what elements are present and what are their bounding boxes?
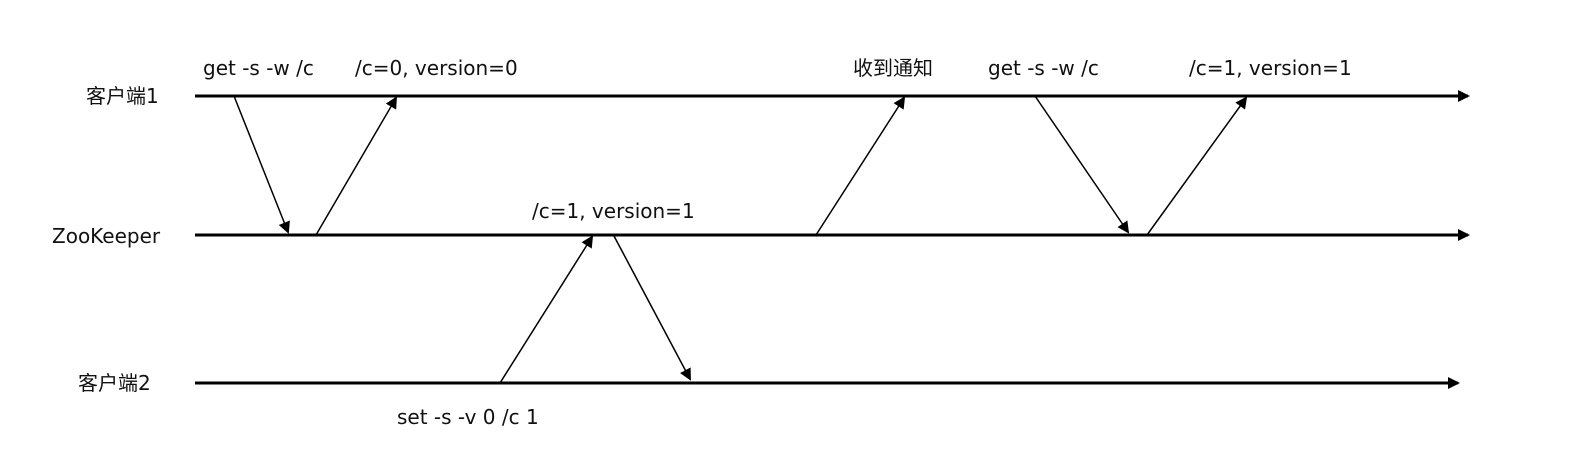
annotation-get-1: get -s -w /c [203,56,314,80]
lane-label-client2: 客户端2 [78,371,151,395]
message-arrow-c1-get1 [233,95,290,234]
annotation-response-2: /c=1, version=1 [1189,56,1352,80]
annotation-set: set -s -v 0 /c 1 [397,405,539,429]
lane-label-zookeeper: ZooKeeper [52,224,161,248]
annotation-notify: 收到通知 [853,56,933,80]
message-arrow-c1-get2 [1034,95,1130,234]
annotation-response-1: /c=0, version=0 [355,56,518,80]
message-arrow-zk-resp2 [1146,96,1248,236]
annotation-get-2: get -s -w /c [988,56,1099,80]
message-arrow-c2-set [499,235,594,384]
message-arrow-zk-notify [815,96,906,236]
annotation-zk-state: /c=1, version=1 [532,199,695,223]
message-arrow-zk-reply-c2 [613,235,691,381]
lane-label-client1: 客户端1 [86,84,159,108]
message-arrow-zk-resp1 [315,96,398,236]
